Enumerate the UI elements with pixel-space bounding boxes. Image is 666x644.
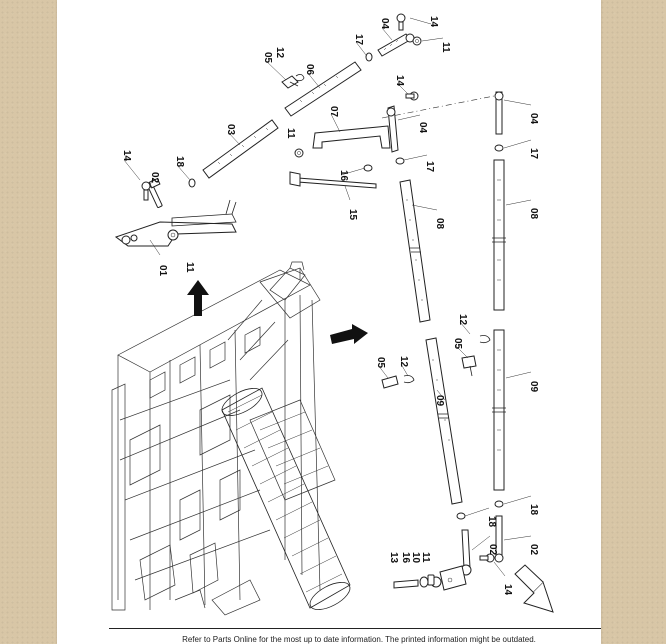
part-14-cap-screw <box>141 181 151 201</box>
callout-11: 11 <box>440 42 451 53</box>
callout-04: 04 <box>528 113 539 125</box>
callout-01: 01 <box>157 265 168 277</box>
part-12-clip-right <box>479 335 491 344</box>
part-18-ring <box>188 178 196 188</box>
callout-13: 13 <box>388 552 399 564</box>
callout-09: 09 <box>528 381 539 393</box>
callout-14: 14 <box>121 150 132 162</box>
callout-04: 04 <box>379 18 390 30</box>
part-12-clip-left <box>403 375 415 384</box>
part-02-bolt <box>148 177 163 208</box>
part-16-washer-low <box>419 576 429 588</box>
callout-02: 02 <box>149 172 160 184</box>
arrow-up-icon <box>187 280 209 316</box>
callout-07: 07 <box>328 106 339 118</box>
arrow-right-icon <box>330 324 368 344</box>
part-09-rod-left <box>425 337 463 505</box>
callout-08: 08 <box>528 208 539 220</box>
callout-18: 18 <box>486 516 497 528</box>
callout-15: 15 <box>347 209 358 221</box>
part-16-washer-mid <box>363 164 373 172</box>
callout-05: 05 <box>262 52 273 64</box>
callout-17: 17 <box>353 34 364 46</box>
part-02-bolt-right <box>494 515 504 563</box>
callout-03: 03 <box>225 124 236 136</box>
callout-17: 17 <box>424 161 435 173</box>
callout-12: 12 <box>398 356 409 368</box>
part-08-rod-left <box>399 179 431 323</box>
callout-14: 14 <box>502 584 513 596</box>
machine-frame-illustration <box>111 261 351 616</box>
part-14-screw-top <box>396 13 406 31</box>
callout-16: 16 <box>338 170 349 182</box>
part-18-ring-left <box>456 512 466 520</box>
callout-18: 18 <box>174 156 185 168</box>
callout-04: 04 <box>417 122 428 134</box>
callout-17: 17 <box>528 148 539 160</box>
callout-12: 12 <box>274 47 285 59</box>
part-06-tube <box>284 61 362 117</box>
part-05-pin <box>281 75 299 89</box>
part-17-washer-mid <box>395 157 405 165</box>
callout-02: 02 <box>487 544 498 556</box>
part-10-bushing <box>427 574 435 586</box>
callout-labels: 01 02 03 04 05 06 07 08 09 10 11 12 13 1… <box>121 16 539 596</box>
part-14-screw-mid <box>405 91 419 101</box>
callout-05: 05 <box>375 357 386 369</box>
part-08-rod-right <box>492 159 506 311</box>
part-05-pin-right <box>461 355 477 377</box>
part-03-tube <box>202 119 279 179</box>
part-04-turnbuckle-end <box>377 33 415 57</box>
callout-02: 02 <box>528 544 539 556</box>
footer-note: Refer to Parts Online for the most up to… <box>109 628 601 644</box>
parts-diagram-sheet: 01 02 03 04 05 06 07 08 09 10 11 12 13 1… <box>57 0 601 644</box>
callout-14: 14 <box>428 16 439 28</box>
callout-14: 14 <box>394 75 405 87</box>
part-07-bracket <box>312 125 391 149</box>
callout-12: 12 <box>457 314 468 326</box>
part-12-clip <box>295 74 305 82</box>
exploded-parts-diagram: 01 02 03 04 05 06 07 08 09 10 11 12 13 1… <box>111 13 554 616</box>
part-18-ring-right <box>494 500 504 508</box>
part-09-rod-right <box>492 329 506 491</box>
part-11-nut <box>167 229 179 241</box>
callout-09: 09 <box>434 395 445 407</box>
leader-lines <box>123 17 532 577</box>
callout-05: 05 <box>452 338 463 350</box>
part-11-nut-top <box>412 36 422 46</box>
bracket-lower-left <box>439 565 467 591</box>
part-17-washer <box>365 52 373 62</box>
part-14-screw-low <box>479 553 495 563</box>
part-15-pin-rod <box>289 171 377 189</box>
part-04-rod-right <box>494 91 504 135</box>
callout-11: 11 <box>285 128 296 139</box>
part-05-pin-left <box>381 375 399 389</box>
part-11-nut-mid <box>294 148 304 158</box>
callout-10: 10 <box>410 552 421 564</box>
callout-08: 08 <box>434 218 445 230</box>
part-13-pin <box>393 579 419 589</box>
callout-11: 11 <box>420 552 431 563</box>
callout-11: 11 <box>184 262 195 273</box>
part-17-washer-right <box>494 144 504 152</box>
callout-18: 18 <box>528 504 539 516</box>
direction-arrow-icon <box>514 564 554 613</box>
part-04-rod-mid <box>386 105 399 153</box>
callout-16: 16 <box>400 552 411 564</box>
dash-centerline <box>381 95 495 119</box>
callout-06: 06 <box>304 64 315 76</box>
